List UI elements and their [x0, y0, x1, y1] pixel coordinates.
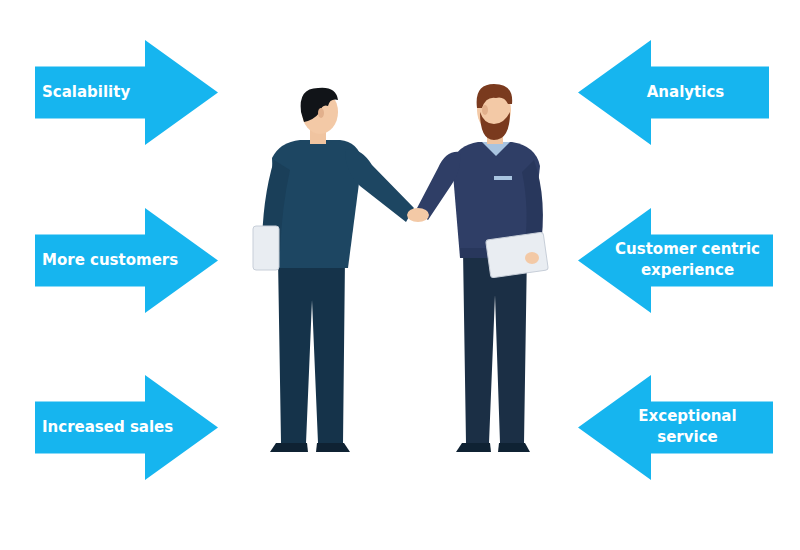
arrow-outline	[578, 375, 773, 480]
right-man	[407, 84, 548, 452]
arrow-label-group: More customers	[42, 250, 178, 271]
arrow-shape: Analytics	[578, 40, 769, 145]
arrow-label-group: Scalability	[42, 82, 130, 103]
arrow-shape: Scalability	[35, 40, 218, 145]
arrow-fill	[35, 208, 218, 313]
arrow-label: Customer centric experience	[609, 239, 767, 281]
arrow-shape: Customer centric experience	[578, 208, 773, 313]
arrow-shape: Increased sales	[35, 375, 218, 480]
arrow-label-group: Analytics	[647, 82, 724, 103]
arrow-fill	[578, 40, 769, 145]
arrow-label: Exceptional service	[609, 406, 767, 448]
arrow-outline	[578, 208, 773, 313]
arrow-label: Scalability	[42, 82, 130, 103]
arrow-shape: More customers	[35, 208, 218, 313]
arrow-shape: Exceptional service	[578, 375, 773, 480]
arrow-label: Analytics	[647, 82, 724, 103]
arrow-fill	[578, 208, 773, 313]
left-man	[253, 88, 414, 452]
arrow-fill	[35, 40, 218, 145]
arrow-label-group: Increased sales	[42, 417, 173, 438]
arrow-fill	[578, 375, 773, 480]
arrow-label-group: Customer centric experience	[609, 239, 767, 281]
arrow-label: More customers	[42, 250, 178, 271]
arrow-label-group: Exceptional service	[609, 406, 767, 448]
arrow-label: Increased sales	[42, 417, 173, 438]
arrow-fill	[35, 375, 218, 480]
